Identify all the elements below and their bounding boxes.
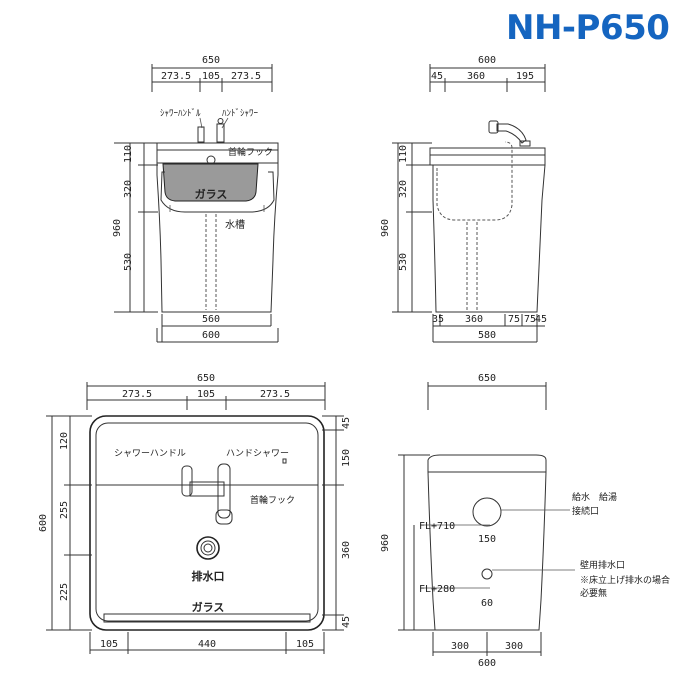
rear-note2: 必要無 [580, 587, 607, 599]
rear-fl-710: FL+710 [419, 521, 455, 532]
front-width-total: 650 [202, 55, 220, 66]
top-width-total: 650 [197, 373, 215, 384]
rear-supply-label2: 接続口 [572, 505, 599, 517]
front-width-600: 600 [202, 330, 220, 341]
front-hook-label: 首輪フック [228, 146, 273, 158]
rear-bottom-300b: 300 [505, 641, 523, 652]
rear-dia-150: 150 [478, 534, 496, 545]
side-width-360: 360 [467, 71, 485, 82]
side-width-580: 580 [478, 330, 496, 341]
top-right-45: 45 [341, 417, 352, 429]
top-height-255: 255 [59, 501, 70, 519]
side-height-530: 530 [398, 253, 409, 271]
front-height-110: 110 [123, 145, 134, 163]
side-width-45: 45 [431, 71, 443, 82]
front-width-560: 560 [202, 314, 220, 325]
front-shower-handle-label: ｼｬﾜｰﾊﾝﾄﾞﾙ [160, 108, 201, 119]
top-drain-label: 排水口 [192, 569, 225, 583]
side-bottom-45: 45 [535, 314, 547, 325]
front-width-mid: 105 [202, 71, 220, 82]
top-width-left: 273.5 [122, 389, 152, 400]
top-hook-label: 首輪フック [250, 494, 295, 506]
rear-fl-280: FL+280 [419, 584, 455, 595]
side-height-320: 320 [398, 180, 409, 198]
rear-dia-60: 60 [481, 598, 493, 609]
side-bottom-360: 360 [465, 314, 483, 325]
side-bottom-75: 75 [508, 314, 520, 325]
rear-view: 650 給水 給湯 接続口 150 壁用排水口 ※床立上げ排水の場合 必要無 6… [380, 373, 670, 669]
rear-bottom-600: 600 [478, 658, 496, 669]
top-right-360: 360 [341, 541, 352, 559]
front-hand-shower-label: ﾊﾝﾄﾞｼｬﾜｰ [222, 108, 259, 119]
top-view: 650 273.5 105 273.5 シャワーハンドル ハンドシャワー 首輪フ… [38, 373, 352, 654]
side-width-total: 600 [478, 55, 496, 66]
top-bottom-440: 440 [198, 639, 216, 650]
top-width-mid: 105 [197, 389, 215, 400]
front-view: 650 273.5 105 273.5 ｼｬﾜｰﾊﾝﾄﾞﾙ ﾊﾝﾄﾞｼｬﾜｰ 首… [112, 55, 279, 343]
model-title: NH-P650 [506, 8, 670, 48]
top-width-right: 273.5 [260, 389, 290, 400]
side-bottom-75b: 75 [524, 314, 536, 325]
top-bottom-105: 105 [100, 639, 118, 650]
side-height-total: 960 [380, 219, 391, 237]
side-width-195: 195 [516, 71, 534, 82]
top-glass-label: ガラス [192, 600, 225, 614]
top-height-120: 120 [59, 432, 70, 450]
top-right-45b: 45 [341, 616, 352, 628]
top-height-225: 225 [59, 583, 70, 601]
front-width-right: 273.5 [231, 71, 261, 82]
rear-width-total: 650 [478, 373, 496, 384]
rear-note1: ※床立上げ排水の場合 [580, 574, 670, 586]
front-height-320: 320 [123, 180, 134, 198]
rear-bottom-300: 300 [451, 641, 469, 652]
side-height-110: 110 [398, 145, 409, 163]
top-shower-handle-label: シャワーハンドル [114, 449, 186, 459]
top-hand-shower-label: ハンドシャワー [226, 449, 289, 459]
rear-drain-label: 壁用排水口 [580, 559, 625, 571]
top-bottom-105b: 105 [296, 639, 314, 650]
front-tank-label: 水槽 [225, 218, 245, 231]
side-bottom-35: 35 [432, 314, 444, 325]
front-height-530: 530 [123, 253, 134, 271]
front-glass-label: ガラス [195, 187, 228, 201]
top-height-600: 600 [38, 514, 49, 532]
side-view: 600 45 360 195 960 110 320 530 [380, 55, 547, 343]
front-height-total: 960 [112, 219, 123, 237]
front-width-left: 273.5 [161, 71, 191, 82]
top-right-150: 150 [341, 449, 352, 467]
rear-supply-label: 給水 給湯 [572, 491, 617, 503]
rear-height-total: 960 [380, 534, 391, 552]
